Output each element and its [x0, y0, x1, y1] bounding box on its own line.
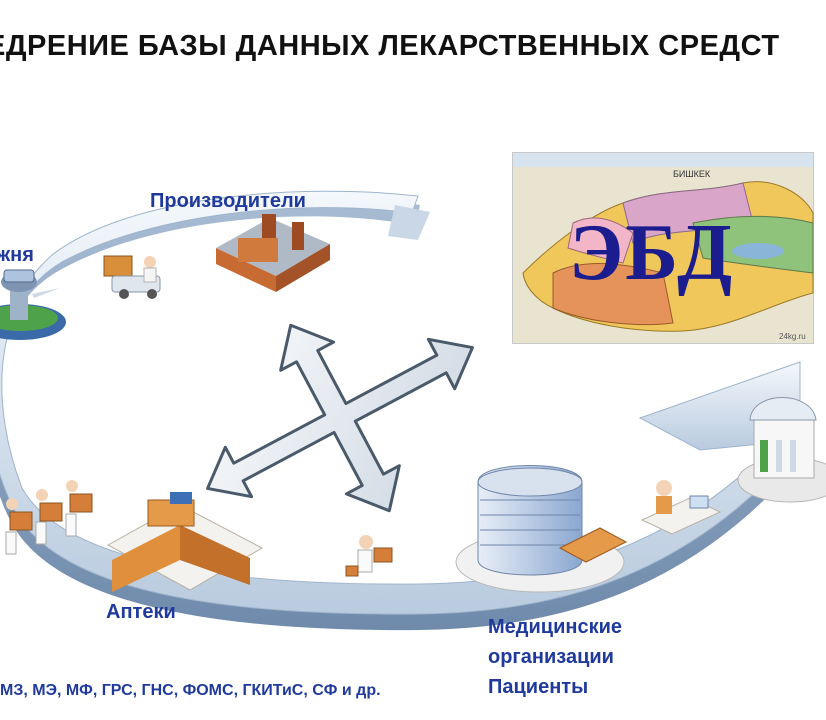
region-map: БИШКЕК 24kg.ru — [512, 152, 814, 344]
customs-tower-icon — [0, 269, 66, 340]
person-at-desk-icon — [640, 480, 722, 535]
label-medical-line1: Медицинские — [488, 616, 622, 638]
government-building-icon — [737, 397, 826, 503]
cross-arrow-icon — [206, 323, 474, 513]
factory-icon — [216, 214, 330, 292]
label-customs: жня — [0, 244, 34, 266]
label-pharmacies: Аптеки — [106, 601, 176, 623]
pharmacy-building-icon — [106, 492, 264, 592]
page-title: ЕДРЕНИЕ БАЗЫ ДАННЫХ ЛЕКАРСТВЕННЫХ СРЕДСТ — [0, 30, 780, 62]
label-medical-line2: организации — [488, 646, 614, 668]
diagram-canvas — [0, 190, 826, 631]
agencies-footer: МЗ, МЭ, МФ, ГРС, ГНС, ФОМС, ГКИТиС, СФ и… — [0, 682, 381, 699]
label-medical-line3: Пациенты — [488, 676, 589, 698]
workers-boxes-icon — [5, 480, 93, 555]
map-site-tag: 24kg.ru — [779, 332, 806, 341]
label-medical: Медицинские организации Пациенты — [488, 612, 622, 702]
loader-cart-icon — [103, 255, 161, 299]
ebd-label: ЭБД — [569, 209, 735, 297]
svg-text:БИШКЕК: БИШКЕК — [673, 169, 711, 179]
courier-icon — [345, 535, 393, 577]
hospital-building-icon — [455, 465, 628, 593]
map-illustration: БИШКЕК 24kg.ru — [513, 153, 814, 343]
label-producers: Производители — [150, 190, 306, 212]
